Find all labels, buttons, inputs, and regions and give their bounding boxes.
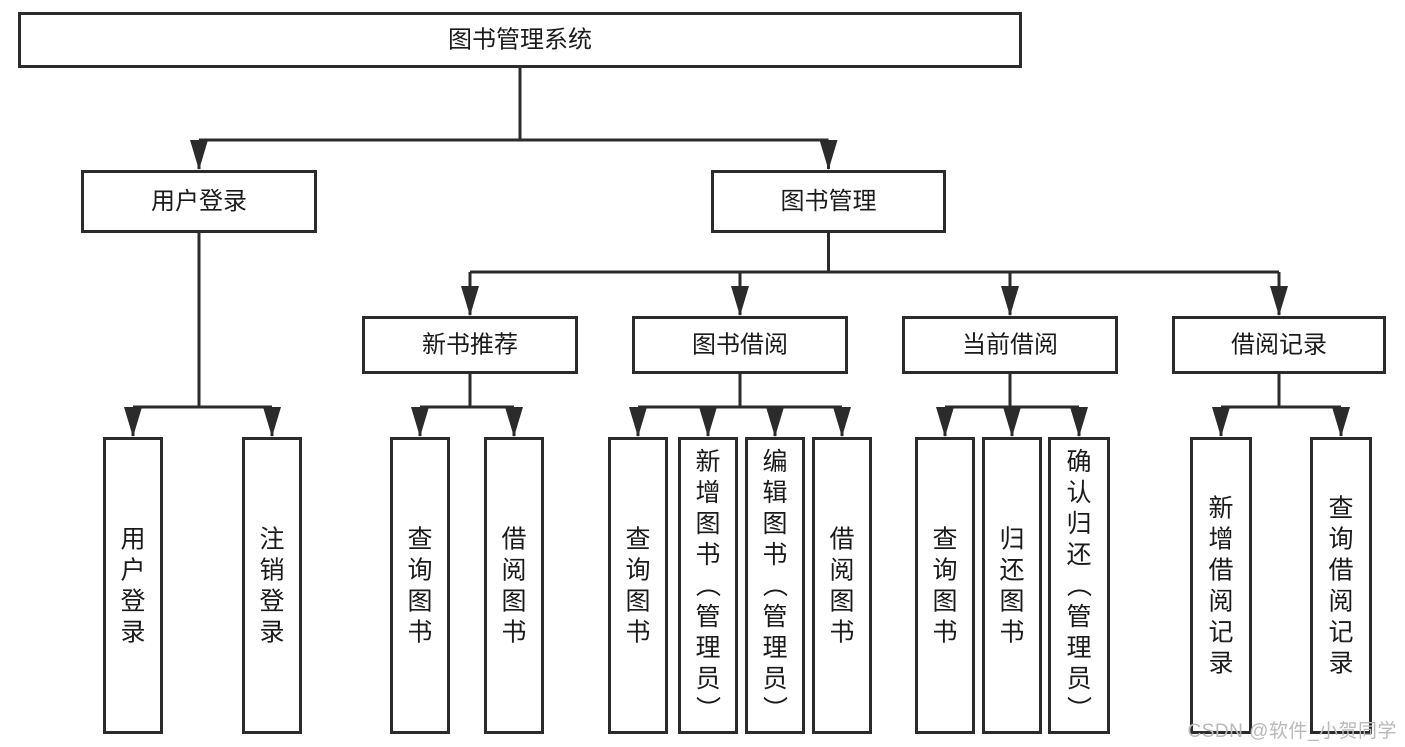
node-label: 查询图书	[407, 526, 432, 647]
node-box[interactable]	[18, 12, 1022, 68]
arrow-head-icon	[1270, 286, 1288, 316]
connector-group	[1212, 374, 1350, 437]
arrow-head-icon	[190, 140, 208, 170]
node-box[interactable]	[902, 316, 1118, 374]
node-l3_1[interactable]: 图书借阅	[632, 316, 848, 374]
node-label: 当前借阅	[962, 331, 1058, 358]
arrow-head-icon	[461, 286, 479, 316]
node-box[interactable]	[1172, 316, 1386, 374]
node-leaf_3[interactable]: 借阅图书	[484, 437, 544, 734]
node-label: 用户登录	[151, 188, 247, 215]
node-leaf_1[interactable]: 注销登录	[242, 437, 302, 734]
arrow-head-icon	[1212, 407, 1230, 437]
node-box[interactable]	[678, 437, 738, 734]
connector-group	[936, 374, 1088, 437]
node-leaf_11[interactable]: 新增借阅记录	[1190, 437, 1252, 734]
node-label: 归还图书	[999, 526, 1024, 647]
node-leaf_8[interactable]: 查询图书	[915, 437, 975, 734]
node-box[interactable]	[390, 437, 450, 734]
arrow-head-icon	[629, 407, 647, 437]
node-box[interactable]	[242, 437, 302, 734]
node-box[interactable]	[103, 437, 163, 734]
node-leaf_6[interactable]: 编辑图书（管理员）	[745, 437, 805, 734]
node-label: 图书管理系统	[448, 26, 592, 53]
node-l2_1[interactable]: 图书管理	[711, 170, 946, 233]
node-label: 新增借阅记录	[1208, 495, 1233, 678]
arrow-head-icon	[411, 407, 429, 437]
arrow-head-icon	[936, 407, 954, 437]
node-box[interactable]	[1190, 437, 1252, 734]
node-box[interactable]	[812, 437, 872, 734]
arrow-head-icon	[1070, 407, 1088, 437]
arrow-head-icon	[819, 140, 838, 170]
node-label: 查询图书	[625, 526, 650, 647]
node-label: 借阅图书	[829, 526, 854, 647]
node-l3_3[interactable]: 借阅记录	[1172, 316, 1386, 374]
node-leaf_10[interactable]: 确认归还（管理员）	[1048, 437, 1110, 734]
node-box[interactable]	[362, 316, 578, 374]
node-box[interactable]	[632, 316, 848, 374]
arrow-head-icon	[124, 407, 142, 437]
node-box[interactable]	[608, 437, 668, 734]
node-box[interactable]	[745, 437, 805, 734]
arrow-head-icon	[1003, 407, 1021, 437]
node-label: 借阅图书	[501, 526, 526, 647]
node-label: 图书借阅	[692, 331, 788, 358]
connector-group	[411, 374, 523, 437]
arrow-head-icon	[505, 407, 523, 437]
node-box[interactable]	[982, 437, 1042, 734]
node-box[interactable]	[1310, 437, 1372, 734]
node-l3_2[interactable]: 当前借阅	[902, 316, 1118, 374]
node-root[interactable]: 图书管理系统	[18, 12, 1022, 68]
node-layer: 图书管理系统用户登录图书管理新书推荐图书借阅当前借阅借阅记录用户登录注销登录查询…	[18, 12, 1386, 734]
arrow-head-icon	[1001, 286, 1019, 316]
connector-group	[461, 233, 1288, 316]
node-box[interactable]	[915, 437, 975, 734]
node-leaf_0[interactable]: 用户登录	[103, 437, 163, 734]
node-leaf_12[interactable]: 查询借阅记录	[1310, 437, 1372, 734]
node-label: 确认归还（管理员）	[1066, 448, 1092, 724]
node-label: 用户登录	[120, 526, 145, 647]
connector-group	[629, 374, 851, 437]
node-leaf_9[interactable]: 归还图书	[982, 437, 1042, 734]
node-label: 查询图书	[932, 526, 957, 647]
connector-group	[124, 233, 281, 437]
arrow-head-icon	[731, 286, 749, 316]
node-label: 图书管理	[781, 188, 877, 215]
node-box[interactable]	[484, 437, 544, 734]
arrow-head-icon	[699, 407, 717, 437]
arrow-head-icon	[766, 407, 784, 437]
node-label: 借阅记录	[1231, 331, 1327, 358]
node-label: 查询借阅记录	[1328, 495, 1353, 678]
node-leaf_2[interactable]: 查询图书	[390, 437, 450, 734]
node-label: 注销登录	[259, 526, 284, 647]
node-box[interactable]	[711, 170, 946, 233]
connector-group	[190, 68, 838, 170]
node-l3_0[interactable]: 新书推荐	[362, 316, 578, 374]
node-l2_0[interactable]: 用户登录	[81, 170, 317, 233]
node-label: 编辑图书（管理员）	[762, 448, 788, 724]
node-box[interactable]	[1048, 437, 1110, 734]
arrow-head-icon	[833, 407, 851, 437]
node-label: 新书推荐	[422, 331, 518, 358]
node-leaf_5[interactable]: 新增图书（管理员）	[678, 437, 738, 734]
node-label: 新增图书（管理员）	[695, 448, 721, 724]
arrow-head-icon	[263, 407, 281, 437]
node-box[interactable]	[81, 170, 317, 233]
edge-layer	[124, 68, 1350, 437]
arrow-head-icon	[1332, 407, 1350, 437]
node-leaf_4[interactable]: 查询图书	[608, 437, 668, 734]
node-leaf_7[interactable]: 借阅图书	[812, 437, 872, 734]
